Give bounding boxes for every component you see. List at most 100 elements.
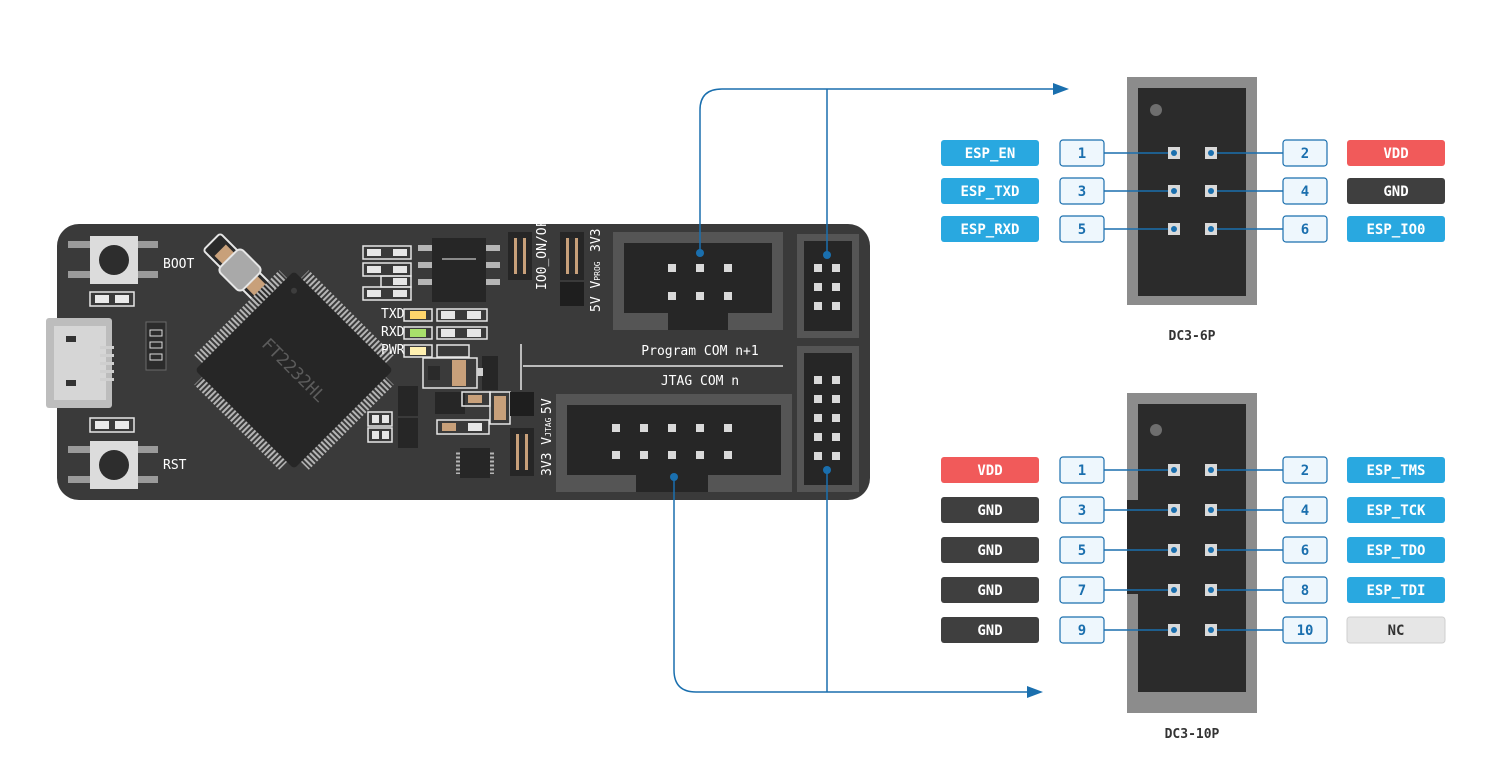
dc3-10p-connector	[1127, 393, 1257, 713]
side-jtag-pin	[832, 395, 840, 403]
program-header-pin	[724, 292, 732, 300]
vprog-end-label: 3V3	[589, 229, 604, 252]
side-program-pin	[814, 302, 822, 310]
dc3-10p-pin-8-number-box	[1282, 576, 1328, 604]
pwr-label: PWR	[381, 343, 405, 358]
resistor-network	[362, 245, 412, 301]
micro-usb-connector	[46, 318, 114, 408]
dc3-6p-pin-3-number-box	[1059, 177, 1105, 205]
program-header	[613, 232, 783, 330]
jtag-header-pin	[612, 451, 620, 459]
dc3-6p-pin-6-number: 6	[1301, 222, 1309, 238]
dc3-6p-pin-4-dot	[1208, 188, 1214, 194]
program-header-pin	[696, 292, 704, 300]
side-jtag-pin	[832, 376, 840, 384]
dc3-6p-pin-6-name: ESP_IO0	[1366, 222, 1425, 238]
jtag-header-pin	[612, 424, 620, 432]
program-header-pin	[668, 292, 676, 300]
dc3-10p-pin-4-dot	[1208, 507, 1214, 513]
dc3-6p-pin-2-dot	[1208, 150, 1214, 156]
dc3-10p-pin-2-number: 2	[1301, 463, 1309, 479]
dc3-10p-pin-6-number: 6	[1301, 543, 1309, 559]
pin1-marker	[1150, 424, 1162, 436]
dc3-10p-pin-1-dot	[1171, 467, 1177, 473]
side-jtag-pin	[814, 414, 822, 422]
io0-jumper	[508, 232, 532, 280]
dc3-10p-pin-2-dot	[1208, 467, 1214, 473]
dc3-10p-pin-6-number-box	[1282, 536, 1328, 564]
dc3-10p-pin-1-name-box	[941, 457, 1039, 483]
dc3-10p-pin-10-dot	[1208, 627, 1214, 633]
dc3-10p-pin-6-dot	[1208, 547, 1214, 553]
dc3-6p-pin-1-number-box	[1059, 139, 1105, 167]
dc3-10p-pin-5-name: GND	[977, 543, 1002, 559]
dc3-6p-pin-5-number-box	[1059, 215, 1105, 243]
dc3-10p-pin-9-dot	[1171, 627, 1177, 633]
side-program-pin	[814, 283, 822, 291]
program-com-label: Program COM n+1	[641, 344, 758, 359]
resistor-bodies	[367, 249, 407, 297]
ft2232hl-chip: FT2232HL	[194, 270, 394, 470]
dc3-10p-pin-1-number: 1	[1078, 463, 1086, 479]
dc3-10p-pin-4-number: 4	[1301, 503, 1309, 519]
dc3-10p-pin-4-name-box	[1347, 497, 1445, 523]
dc3-6p-pin-3-name-box	[941, 178, 1039, 204]
dc3-10p-pin-5-number: 5	[1078, 543, 1086, 559]
dc3-6p-pin-4-number-box	[1282, 177, 1328, 205]
boot-button	[68, 236, 158, 284]
wire-jtag-bottom	[673, 478, 1030, 693]
vjtag-jumper	[510, 392, 534, 476]
status-leds: TXD RXD PWR	[381, 307, 488, 358]
side-program-pin	[832, 302, 840, 310]
dc3-10p-pin-7-name: GND	[977, 583, 1002, 599]
side-jtag-pin	[814, 376, 822, 384]
side-jtag-pin	[832, 414, 840, 422]
side-program-pin	[814, 264, 822, 272]
wire-dots	[670, 249, 831, 481]
dc3-6p-pin-3-number: 3	[1078, 184, 1086, 200]
dc3-6p-pin-6-dot	[1208, 226, 1214, 232]
ft2232-board: BOOT RST	[46, 212, 870, 500]
dc3-10p-caption: DC3-10P	[1165, 727, 1220, 742]
dc3-6p-pin-5-number: 5	[1078, 222, 1086, 238]
dc3-6p-pin-2-number-box	[1282, 139, 1328, 167]
dc3-10p-pin-10-number: 10	[1297, 623, 1314, 639]
dc3-10p-pin-7-name-box	[941, 577, 1039, 603]
rxd-label: RXD	[381, 325, 405, 340]
jtag-com-label: JTAG COM n	[661, 374, 739, 389]
jtag-header-pin	[668, 424, 676, 432]
program-header-pin	[668, 264, 676, 272]
dc3-10p-pin-7-dot	[1171, 587, 1177, 593]
dc3-10p-pin-10-name-box	[1346, 616, 1446, 644]
side-jtag-pin	[814, 452, 822, 460]
dc3-6p-pin-6-name-box	[1347, 216, 1445, 242]
side-jtag-pin	[814, 395, 822, 403]
rst-label: RST	[163, 458, 187, 473]
vjtag-label: 3V3 VJTAG	[540, 417, 555, 476]
vjtag-end-label: 5V	[540, 398, 555, 414]
jtag-header-pin	[696, 451, 704, 459]
regulator-chip	[418, 238, 500, 302]
dc3-6p-pin-2-number: 2	[1301, 146, 1309, 162]
dc3-10p-pin-9-number-box	[1059, 616, 1105, 644]
dc3-10p-pin-10-number-box	[1282, 616, 1328, 644]
dc3-10p-pin-9-name: GND	[977, 623, 1002, 639]
side-jtag-pin	[832, 433, 840, 441]
dc3-10p-pin-3-name-box	[941, 497, 1039, 523]
arrow-to-10p	[1027, 686, 1043, 698]
dc3-10p-pin-10-name: NC	[1388, 623, 1405, 639]
dc3-10p-pin-8-name-box	[1347, 577, 1445, 603]
jtag-header-pin	[640, 424, 648, 432]
side-program-pin	[832, 264, 840, 272]
dc3-6p-pin-4-name-box	[1347, 178, 1445, 204]
io0-label: IO0_ON/OFF	[535, 212, 550, 290]
dc3-10p-pin-7-number-box	[1059, 576, 1105, 604]
dc3-6p-pin-5-name: ESP_RXD	[960, 222, 1019, 238]
dc3-10p-pin-3-number: 3	[1078, 503, 1086, 519]
jtag-header-pin	[724, 451, 732, 459]
middle-components	[367, 356, 511, 478]
crystal-oscillator	[203, 233, 277, 307]
